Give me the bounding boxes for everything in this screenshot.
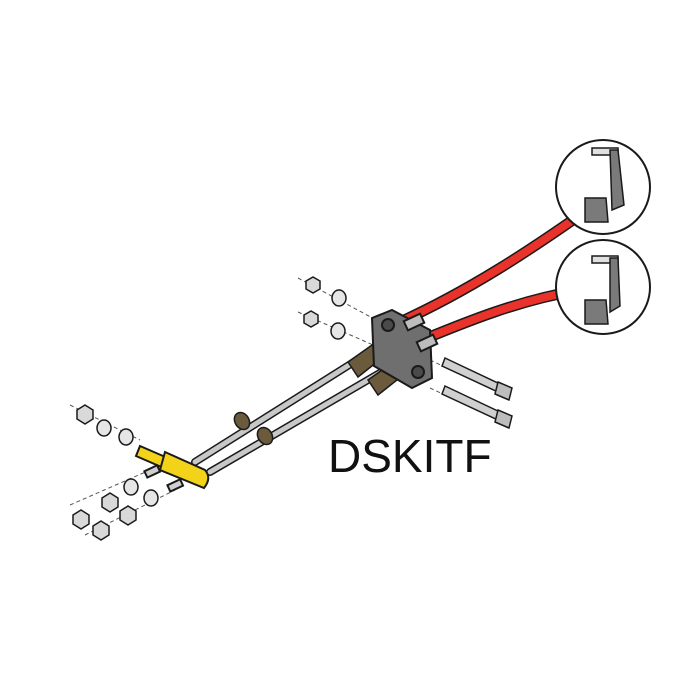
- model-label: DSKITF: [328, 430, 492, 482]
- lever-detail-upper: [555, 139, 651, 235]
- mounting-bracket: [370, 308, 439, 390]
- control-cables: [394, 209, 586, 351]
- mounting-bolts: [441, 356, 513, 430]
- cable-rods: [191, 351, 389, 476]
- lever-detail-lower: [555, 239, 651, 335]
- bracket-hardware: [303, 276, 347, 340]
- yellow-yoke-connector: [134, 444, 210, 493]
- yoke-hardware: [72, 404, 159, 541]
